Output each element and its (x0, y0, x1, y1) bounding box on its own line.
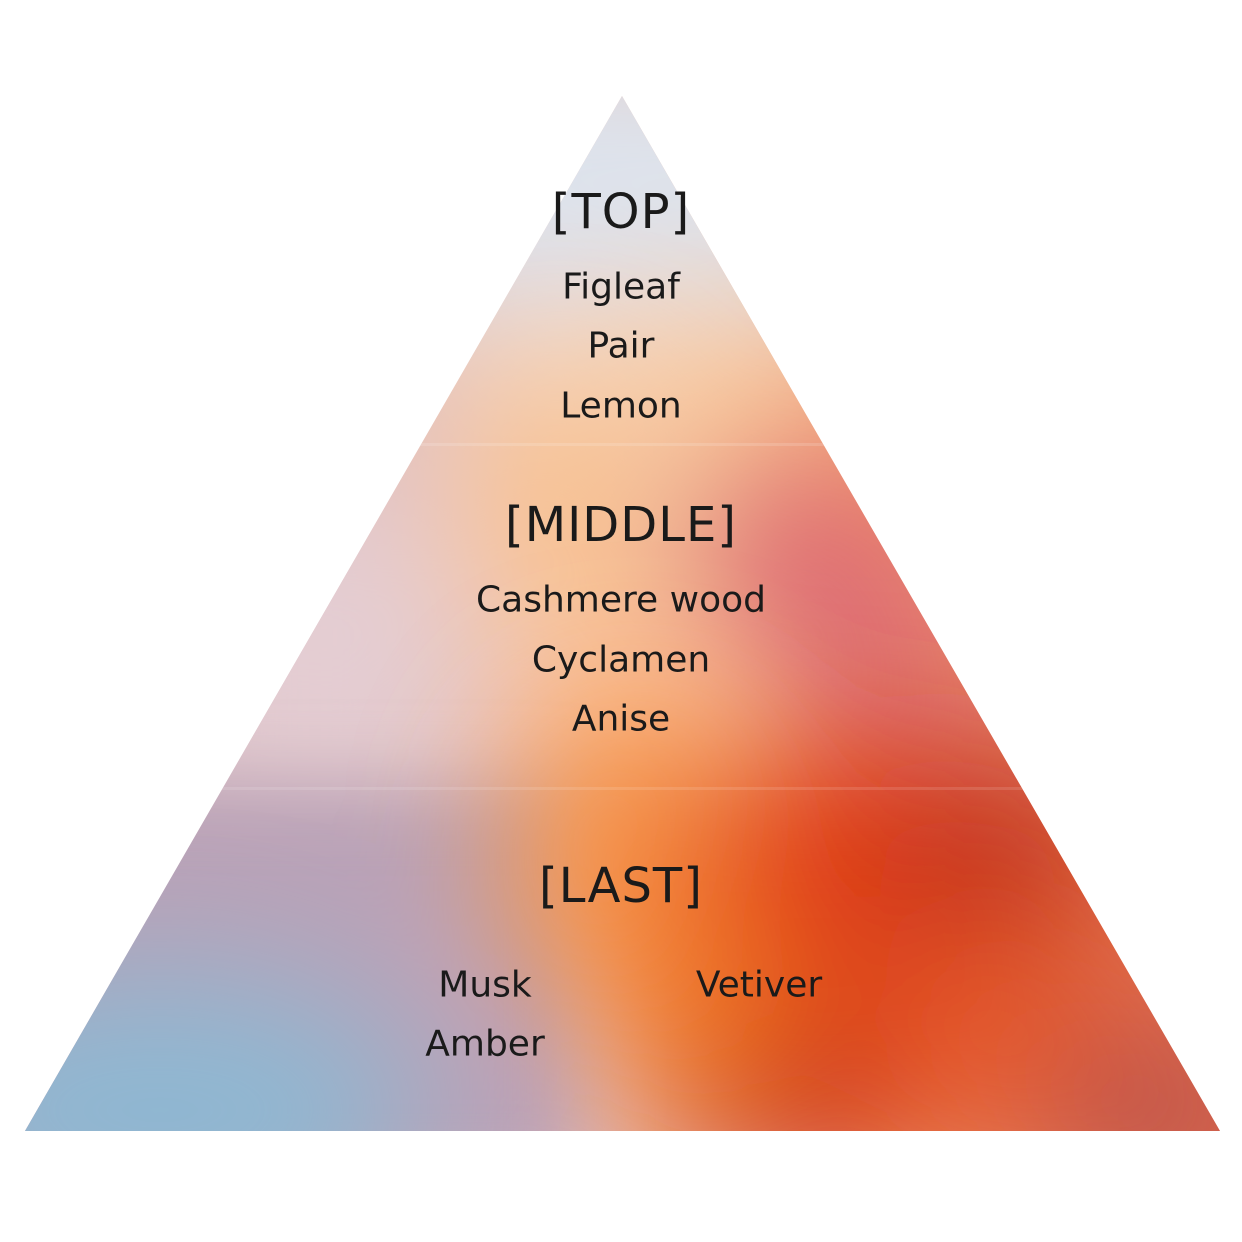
tier-middle-heading: [MIDDLE] (504, 497, 738, 553)
tier-last-heading: [LAST] (539, 858, 703, 914)
tier-last-note-right: Vetiver (695, 964, 823, 1006)
tier-middle-note: Anise (571, 698, 671, 740)
tier-top-heading: [TOP] (551, 184, 691, 240)
tier-top-note: Lemon (560, 385, 682, 427)
tier-middle-note: Cashmere wood (476, 579, 766, 621)
tier-top-note: Figleaf (562, 266, 680, 308)
tier-last-note-left: Musk (438, 964, 532, 1006)
tier-middle-note: Cyclamen (531, 639, 711, 681)
tier-top-note: Pair (587, 325, 655, 367)
tier-last-note-left: Amber (425, 1023, 545, 1065)
